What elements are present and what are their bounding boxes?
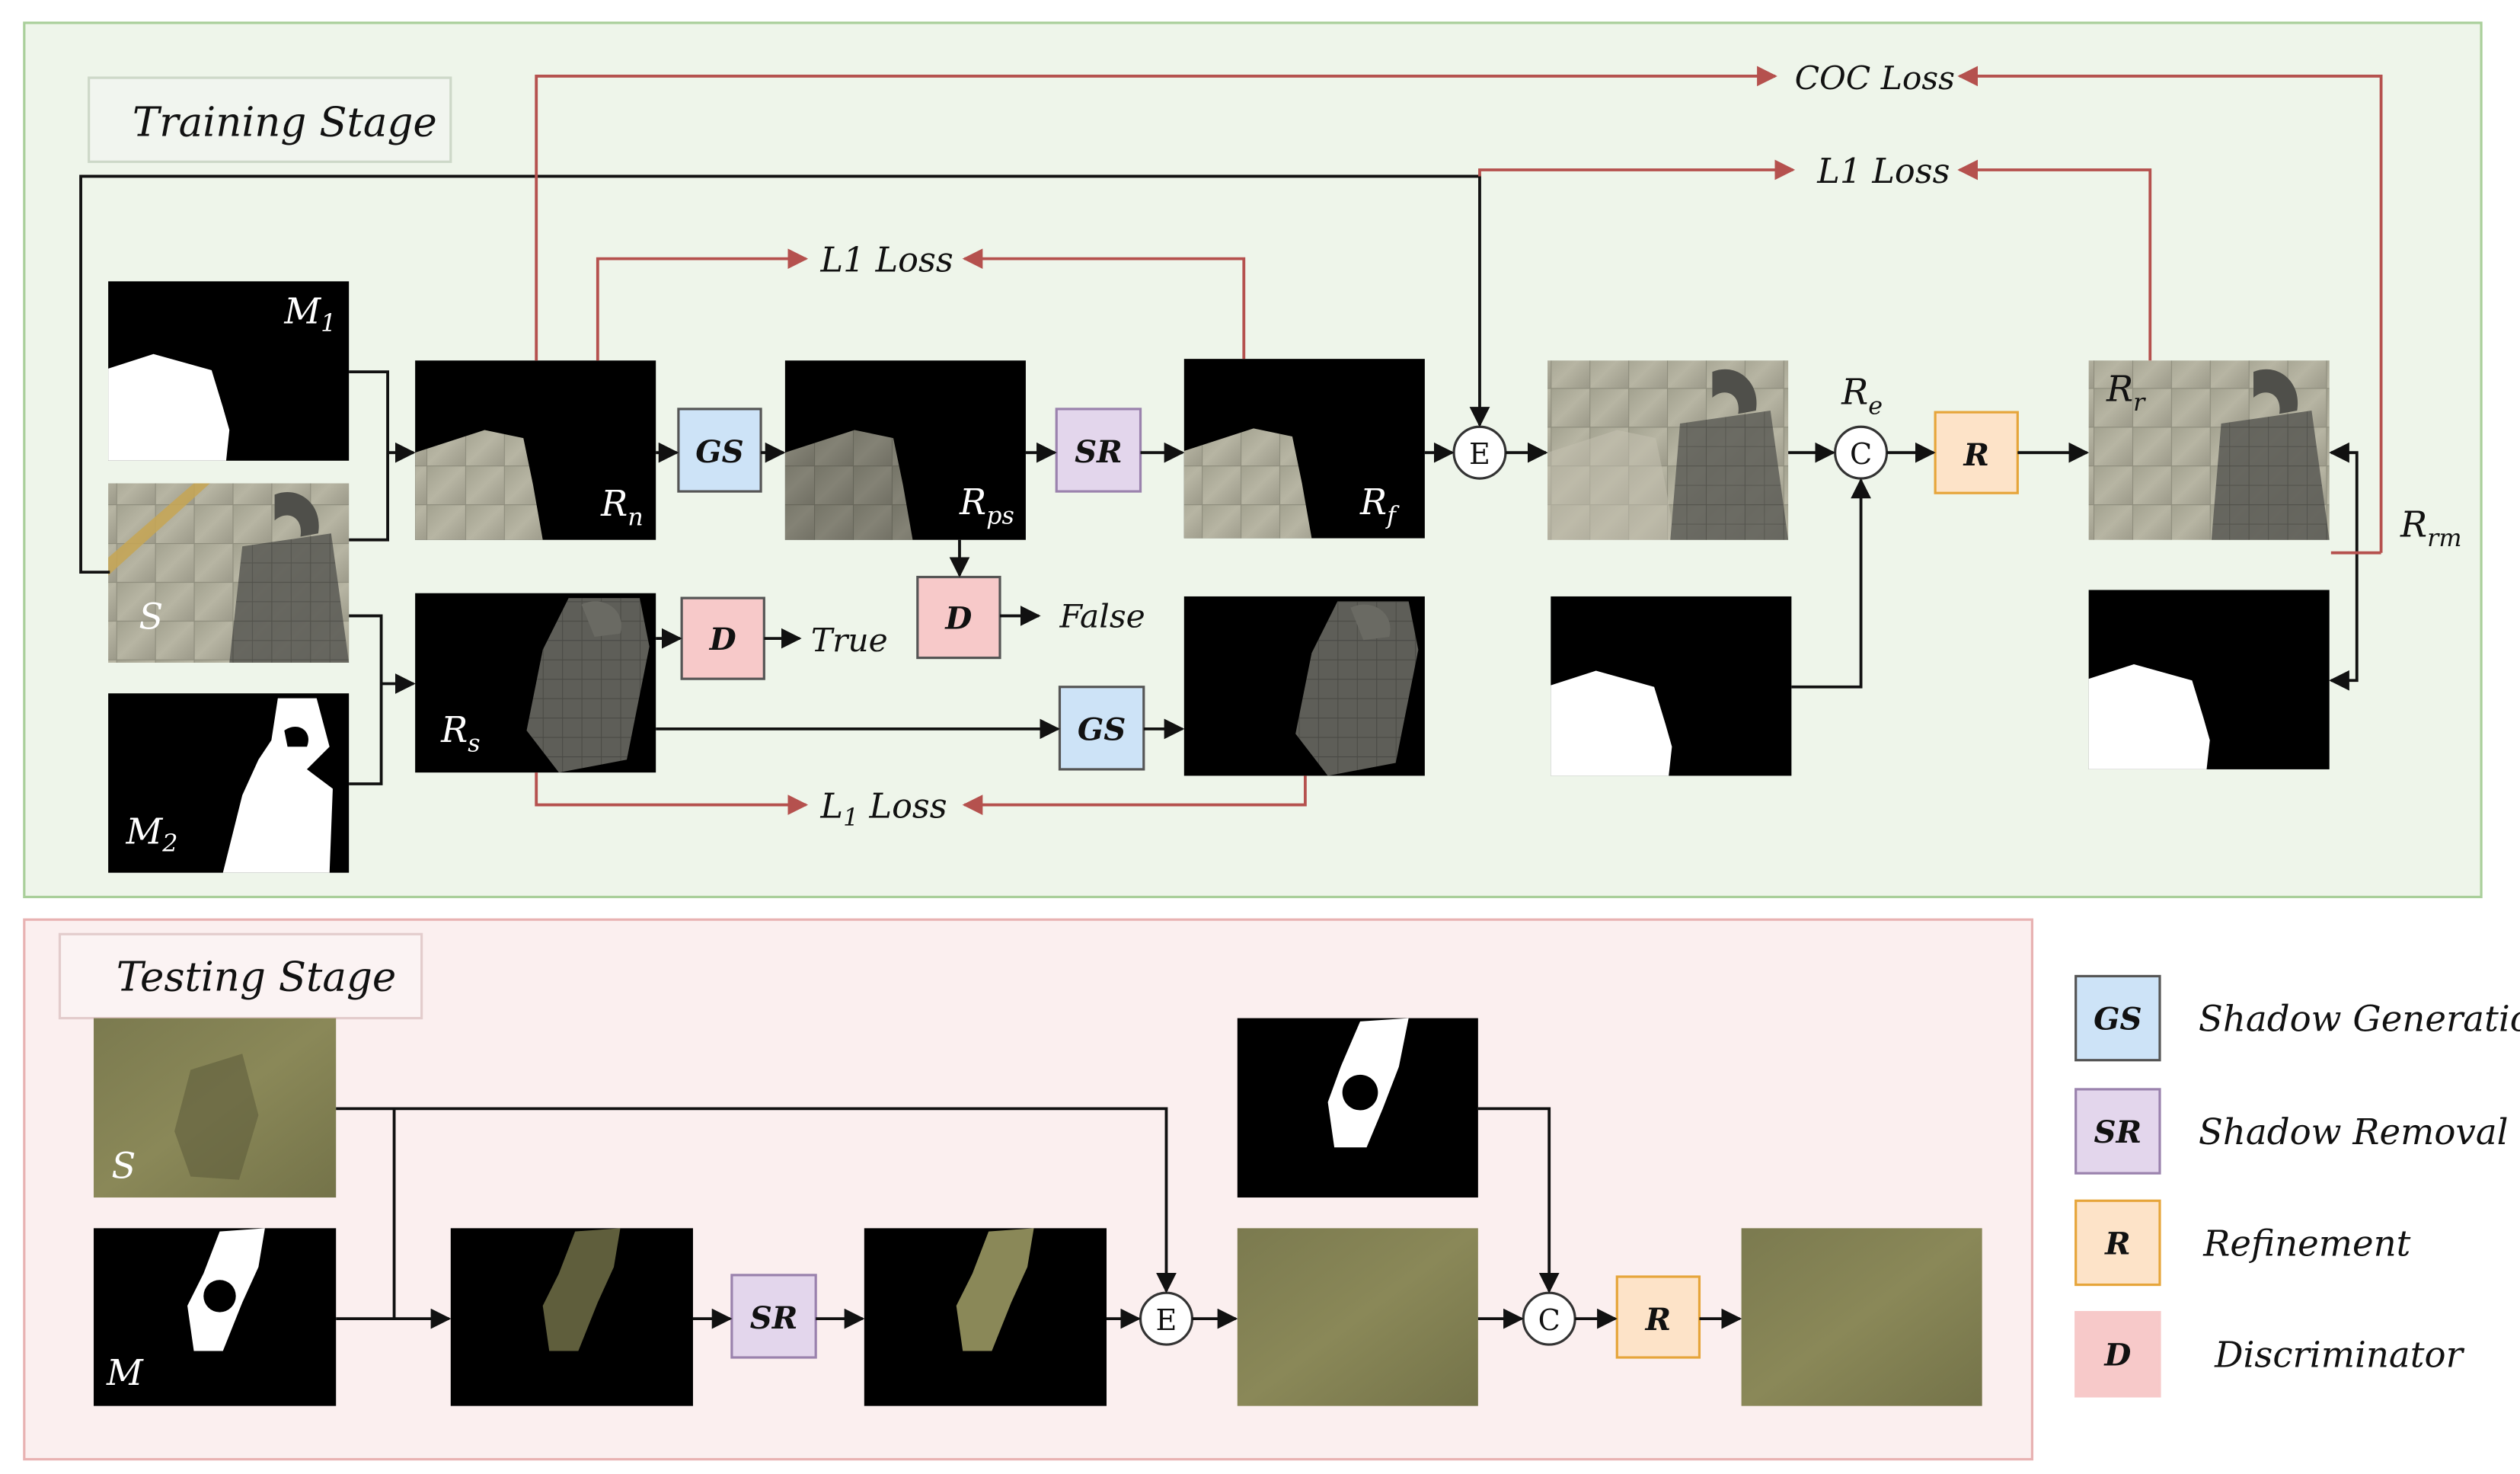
module-r-test: R: [1615, 1275, 1701, 1359]
testing-flow-arrows: [336, 1107, 1742, 1329]
mask-m2-image: [108, 693, 350, 873]
test-image-sr-output: [864, 1228, 1107, 1406]
svg-text:C: C: [1538, 1304, 1560, 1338]
legend-item-gs: GS Shadow Generation: [2074, 974, 2520, 1062]
l1-loss-bottom-label: L1 Loss: [820, 787, 947, 833]
test-shadow-image-s: [94, 1018, 337, 1198]
l1-loss-mid-label: L1 Loss: [820, 241, 953, 280]
svg-text:Shadow Removal: Shadow Removal: [2199, 1112, 2509, 1153]
legend-item-d: D Discriminator: [2074, 1311, 2465, 1398]
training-stage-title-box: [88, 76, 452, 163]
svg-text:D: D: [2103, 1337, 2131, 1373]
loss-arrows: [535, 66, 2383, 815]
image-gs-output: [1183, 596, 1425, 776]
svg-text:R: R: [2104, 1225, 2131, 1261]
operator-e-test: E: [1139, 1291, 1194, 1346]
svg-text:GS: GS: [695, 433, 744, 470]
module-gs-top: GS: [677, 408, 762, 493]
operator-c-train: C: [1834, 425, 1889, 480]
svg-text:GS: GS: [1078, 711, 1126, 748]
image-rn: [415, 360, 656, 540]
module-d-false: D: [916, 575, 1001, 660]
test-mask-image-m: [94, 1228, 337, 1406]
legend: GS Shadow Generation SR Shadow Removal R…: [2074, 974, 2520, 1398]
label-re: Re: [1841, 372, 1883, 420]
label-s: S: [139, 596, 163, 638]
image-rr: [2088, 360, 2330, 540]
module-d-true: D: [680, 596, 765, 680]
mask-image-c-input: [1551, 596, 1792, 776]
test-label-m: M: [106, 1353, 144, 1394]
svg-text:R: R: [1645, 1301, 1672, 1338]
svg-text:SR: SR: [1075, 433, 1123, 470]
label-rn: Rn: [600, 484, 644, 532]
test-mask-image-c-input: [1237, 1018, 1478, 1198]
image-rps: [784, 360, 1026, 540]
image-composite-e: [1547, 360, 1789, 540]
testing-stage-title: Testing Stage: [117, 954, 397, 1001]
test-image-final-output: [1741, 1228, 1982, 1406]
mask-m1-image: [108, 281, 350, 461]
label-false: False: [1059, 598, 1145, 635]
svg-text:D: D: [944, 600, 972, 636]
operator-c-test: C: [1522, 1291, 1576, 1346]
svg-text:SR: SR: [750, 1300, 798, 1336]
module-sr-top: SR: [1055, 408, 1142, 493]
coc-loss-label: COC Loss: [1795, 60, 1955, 98]
image-rf: [1183, 359, 1425, 539]
svg-text:GS: GS: [2094, 1000, 2142, 1037]
l1-loss-top-label: L1 Loss: [1816, 152, 1950, 191]
svg-text:C: C: [1850, 438, 1872, 472]
svg-text:R: R: [1963, 436, 1989, 473]
legend-item-r: R Refinement: [2074, 1199, 2411, 1287]
mask-rrm-image: [2088, 590, 2330, 769]
operator-e-train: E: [1452, 425, 1507, 480]
legend-item-sr: SR Shadow Removal: [2074, 1088, 2509, 1175]
svg-text:Discriminator: Discriminator: [2214, 1335, 2464, 1376]
label-true: True: [811, 622, 888, 660]
svg-text:E: E: [1469, 438, 1490, 472]
test-label-s: S: [111, 1146, 136, 1188]
shadow-image-s: [108, 483, 350, 663]
module-r-train: R: [1934, 411, 2019, 494]
training-stage-title: Training Stage: [133, 98, 437, 145]
svg-text:D: D: [709, 621, 736, 657]
training-flow-arrows: [79, 174, 2359, 785]
module-sr-test: SR: [730, 1274, 817, 1359]
svg-text:Shadow Generation: Shadow Generation: [2199, 999, 2520, 1041]
test-image-composite: [1237, 1228, 1478, 1406]
svg-text:Refinement: Refinement: [2202, 1223, 2410, 1265]
image-rs: [415, 593, 656, 773]
svg-text:E: E: [1156, 1304, 1177, 1338]
module-gs-bottom: GS: [1058, 686, 1145, 771]
test-image-masked: [450, 1228, 693, 1406]
svg-text:SR: SR: [2094, 1114, 2142, 1150]
